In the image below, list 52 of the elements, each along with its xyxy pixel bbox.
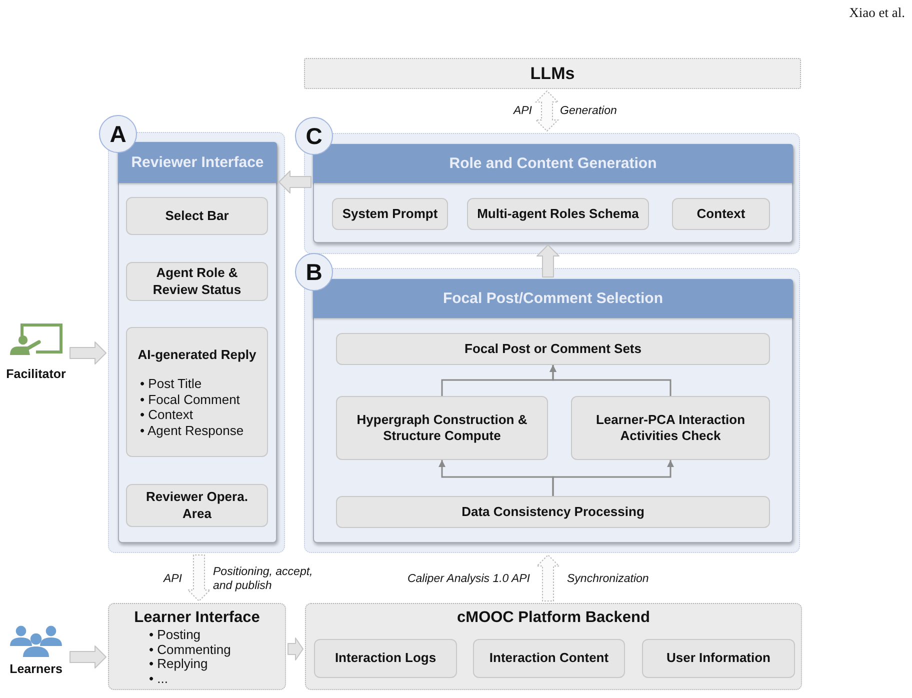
running-header: Xiao et al. [849, 5, 905, 21]
list-item: • Commenting [149, 642, 231, 657]
dotted-block-arrow [534, 90, 560, 132]
service-box: LLMs [304, 58, 801, 89]
connector-arrow [550, 365, 672, 396]
component-box: Learner-PCA Interaction Activities Check [571, 396, 770, 460]
connector-arrow [552, 460, 674, 496]
component-box: Multi-agent Roles Schema [467, 198, 649, 230]
interface-box [108, 603, 286, 690]
dotted-block-arrow [536, 554, 560, 602]
dotted-block-arrow [186, 554, 212, 602]
box-title: AI-generated Reply [138, 347, 256, 363]
section-badge: B [295, 253, 333, 291]
component-box: Focal Post or Comment Sets [336, 333, 770, 365]
api-label: API [163, 572, 182, 587]
block-arrow [278, 170, 312, 194]
block-arrow [70, 646, 106, 668]
component-box: System Prompt [332, 198, 448, 230]
section-badge: A [99, 115, 137, 153]
component-box: User Information [642, 639, 795, 678]
list-item: • Replying [149, 657, 208, 672]
actor-label: Learners [10, 662, 62, 677]
component-box: Agent Role & Review Status [126, 262, 268, 301]
section-badge: C [295, 117, 333, 155]
actor-label: Facilitator [6, 367, 66, 382]
list-item: • Context [140, 407, 193, 422]
component-box: Interaction Content [473, 639, 625, 678]
component-box: Hypergraph Construction & Structure Compute [336, 396, 548, 460]
block-arrow [70, 342, 106, 364]
card-header: Focal Post/Comment Selection [313, 279, 793, 318]
api-label: API [513, 104, 532, 119]
box-title: Learner Interface [134, 608, 260, 627]
list-item: • Focal Comment [140, 392, 240, 407]
module-card [313, 144, 793, 243]
list-item: • Posting [149, 628, 201, 642]
box-title: cMOOC Platform Backend [457, 608, 650, 627]
block-arrow [536, 244, 560, 278]
component-box: Interaction Logs [314, 639, 457, 678]
component-box [126, 327, 268, 457]
card-header: Reviewer Interface [118, 142, 277, 183]
list-item: • ... [149, 672, 168, 686]
edge-label: Synchronization [567, 572, 649, 586]
platform-box [305, 603, 802, 690]
component-box: Reviewer Opera. Area [126, 484, 268, 527]
list-item: • Agent Response [140, 422, 244, 438]
api-label: Caliper Analysis 1.0 API [407, 572, 530, 587]
card-header: Role and Content Generation [313, 144, 793, 183]
block-arrow [288, 638, 304, 660]
component-box: Context [672, 198, 770, 230]
component-box: Select Bar [126, 197, 268, 235]
list-item: • Post Title [140, 376, 202, 392]
component-box: Data Consistency Processing [336, 496, 770, 528]
